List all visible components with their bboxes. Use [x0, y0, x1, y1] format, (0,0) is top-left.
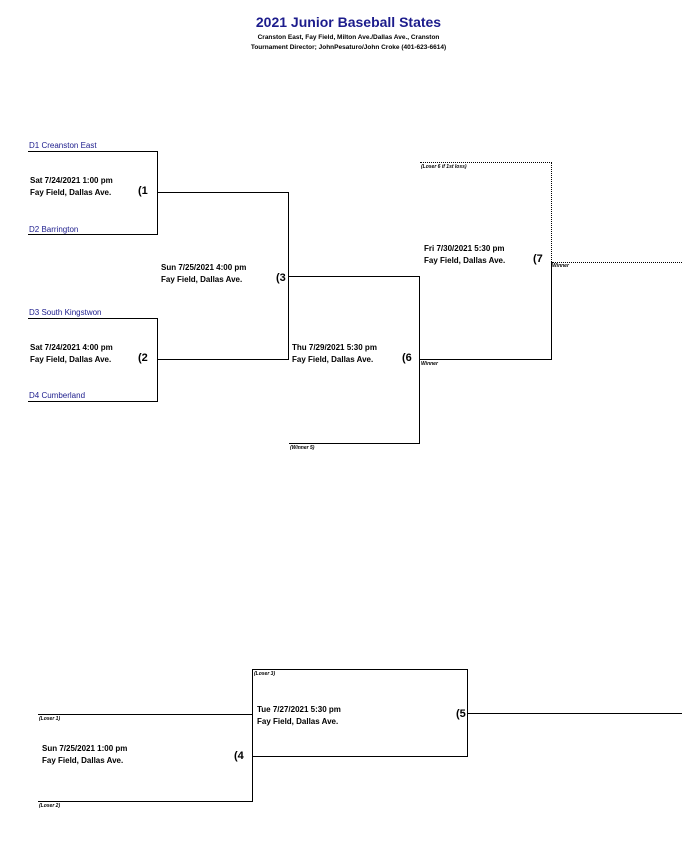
game4-number: (4 [234, 750, 244, 762]
game2-info: Sat 7/24/2021 4:00 pm Fay Field, Dallas … [30, 342, 113, 366]
bracket-line-loser6 [420, 162, 552, 163]
game7-info: Fri 7/30/2021 5:30 pm Fay Field, Dallas … [424, 243, 505, 267]
slot-loser1: (Loser 1) [39, 716, 61, 722]
bracket-line-d3 [28, 318, 158, 320]
bracket-connector-game7-dotted [551, 162, 552, 262]
slot-loser2: (Loser 2) [39, 803, 61, 809]
bracket-connector-game7-solid [551, 262, 553, 360]
game6-info: Thu 7/29/2021 5:30 pm Fay Field, Dallas … [292, 342, 377, 366]
game5-info: Tue 7/27/2021 5:30 pm Fay Field, Dallas … [257, 704, 341, 728]
game4-info: Sun 7/25/2021 1:00 pm Fay Field, Dallas … [42, 743, 127, 767]
bracket-connector-loser3 [252, 669, 254, 715]
bracket-connector-game4 [252, 714, 254, 802]
bracket-line-d2 [28, 234, 158, 236]
slot-winner5: (Winner 5) [290, 445, 315, 451]
bracket-line-loser2 [38, 801, 253, 803]
bracket-line-winner5 [289, 443, 420, 445]
game4-date: Sun 7/25/2021 1:00 pm [42, 744, 128, 753]
game7-number: (7 [533, 253, 543, 265]
game3-date: Sun 7/25/2021 4:00 pm [161, 263, 247, 272]
slot-winner6: Winner [421, 361, 438, 367]
game7-date: Fri 7/30/2021 5:30 pm [424, 244, 505, 253]
team-d3: D3 South Kingstwon [29, 308, 102, 317]
bracket-line-winner5-out [467, 713, 682, 715]
team-d2: D2 Barrington [29, 225, 79, 234]
game2-date: Sat 7/24/2021 4:00 pm [30, 343, 113, 352]
bracket-line-champion [552, 262, 682, 263]
game6-number: (6 [402, 352, 412, 364]
team-d4: D4 Cumberland [29, 391, 86, 400]
game5-date: Tue 7/27/2021 5:30 pm [257, 705, 341, 714]
bracket-line-winner3 [288, 276, 420, 278]
director-subtitle: Tournament Director; JohnPesaturo/John C… [250, 44, 447, 51]
bracket-line-winner6 [420, 359, 552, 361]
game3-info: Sun 7/25/2021 4:00 pm Fay Field, Dallas … [161, 262, 246, 286]
game3-venue: Fay Field, Dallas Ave. [161, 275, 243, 284]
game2-venue: Fay Field, Dallas Ave. [30, 355, 112, 364]
bracket-line-winner2 [157, 359, 289, 361]
bracket-line-d4 [28, 401, 158, 403]
game1-date: Sat 7/24/2021 1:00 pm [30, 176, 113, 185]
page-title: 2021 Junior Baseball States [255, 14, 442, 30]
game3-number: (3 [276, 272, 286, 284]
game1-number: (1 [138, 185, 148, 197]
slot-winner7: Winner [552, 263, 569, 269]
slot-loser6: (Loser 6 if 1st loss) [421, 164, 467, 170]
bracket-line-loser3 [252, 669, 468, 671]
game5-number: (5 [456, 708, 466, 720]
bracket-connector-game6 [419, 276, 421, 444]
game6-venue: Fay Field, Dallas Ave. [292, 355, 374, 364]
game2-number: (2 [138, 352, 148, 364]
bracket-line-loser1 [38, 714, 253, 716]
bracket-line-winner4 [252, 756, 468, 758]
game6-date: Thu 7/29/2021 5:30 pm [292, 343, 377, 352]
team-d1: D1 Creanston East [29, 141, 97, 150]
game5-venue: Fay Field, Dallas Ave. [257, 717, 339, 726]
game1-venue: Fay Field, Dallas Ave. [30, 188, 112, 197]
slot-loser3: (Loser 3) [254, 671, 276, 677]
game7-venue: Fay Field, Dallas Ave. [424, 256, 506, 265]
game1-info: Sat 7/24/2021 1:00 pm Fay Field, Dallas … [30, 175, 113, 199]
bracket-line-winner1 [157, 192, 289, 194]
location-subtitle: Cranston East, Fay Field, Milton Ave./Da… [257, 34, 440, 41]
game4-venue: Fay Field, Dallas Ave. [42, 756, 124, 765]
bracket-line-d1 [28, 151, 158, 153]
